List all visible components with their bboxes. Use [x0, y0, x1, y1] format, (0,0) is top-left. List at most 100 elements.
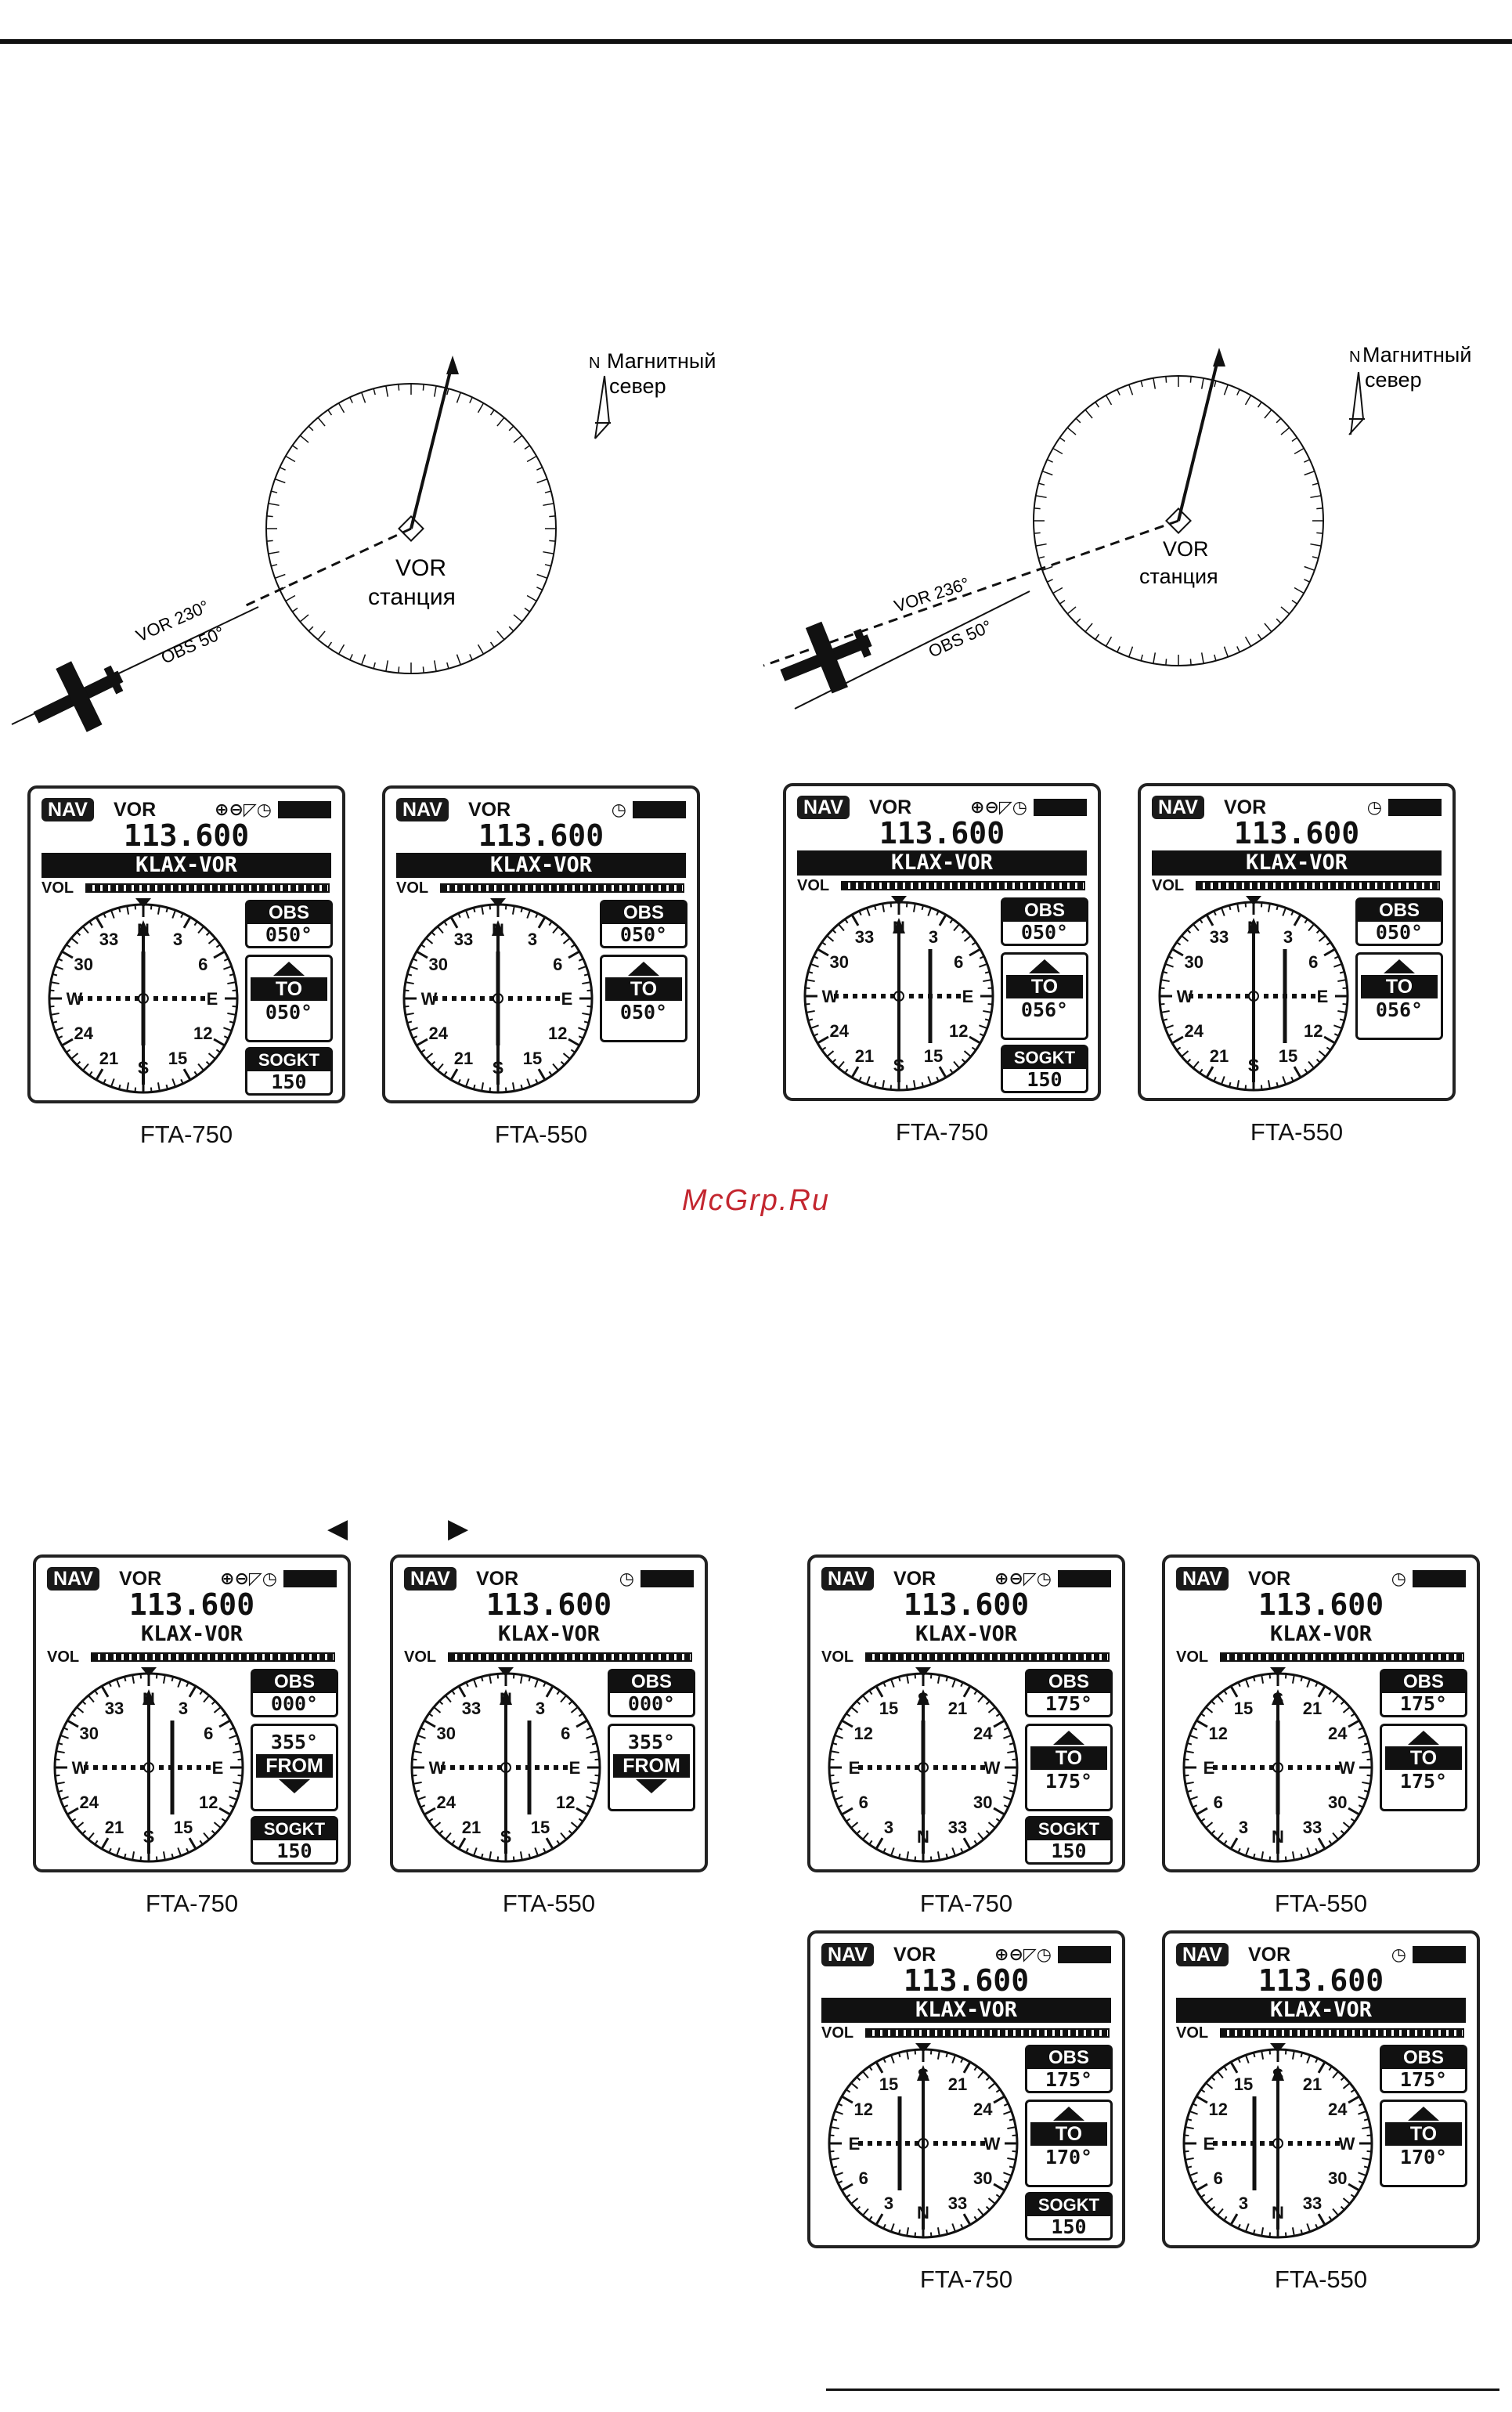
battery-icon — [278, 801, 331, 818]
volume-bar — [85, 883, 330, 893]
compass-label: E — [1203, 2134, 1215, 2154]
obs-label: OBS — [1382, 1671, 1465, 1693]
to-from-indicator: TO — [1385, 1746, 1462, 1770]
obs-box: OBS 050° — [245, 900, 333, 948]
compass-label: W — [429, 1758, 446, 1778]
compass-label: 15 — [879, 2074, 898, 2094]
frequency: 113.600 — [1258, 1963, 1384, 1998]
compass-rose: N36E1215S2124W3033 — [1158, 896, 1349, 1092]
obs-box: OBS 050° — [1001, 897, 1088, 946]
obs-value: 000° — [270, 1692, 319, 1715]
compass-label: 3 — [884, 2194, 893, 2213]
compass-label: 24 — [74, 1024, 94, 1043]
compass-label: W — [421, 989, 438, 1009]
compass-label: 12 — [556, 1793, 575, 1812]
compass-label: 6 — [859, 1793, 868, 1812]
compass-label: 33 — [1303, 1818, 1322, 1837]
status-icons: ◷ — [1391, 1569, 1406, 1588]
model-caption: FTA-750 — [919, 2266, 1013, 2293]
vor-diagram-2: N Магнитный север VOR станция VOR 236° O… — [763, 343, 1471, 710]
compass-label: 30 — [973, 1793, 992, 1812]
compass-label: W — [984, 1758, 1001, 1778]
compass-label: 30 — [429, 955, 448, 974]
compass-label: E — [561, 989, 573, 1009]
course-value: 050° — [265, 1001, 313, 1024]
to-from-indicator: TO — [1385, 2122, 1462, 2146]
nav-badge: NAV — [1176, 1567, 1229, 1591]
frequency: 113.600 — [128, 1587, 255, 1622]
to-arrow-icon — [1029, 959, 1060, 973]
compass-label: 6 — [204, 1724, 213, 1743]
compass-label: 30 — [973, 2168, 992, 2188]
compass-label: 12 — [1304, 1021, 1323, 1041]
model-caption: FTA-550 — [1274, 1890, 1368, 1917]
battery-icon — [1413, 1946, 1466, 1963]
obs-value: 050° — [619, 923, 668, 946]
obs-value: 050° — [1020, 921, 1069, 944]
compass-label: 30 — [1328, 1793, 1347, 1812]
compass-label: 3 — [1239, 1818, 1248, 1837]
battery-icon — [1388, 799, 1442, 816]
compass-label: 21 — [99, 1049, 118, 1068]
to-arrow-icon — [628, 962, 659, 976]
device-screen-d4: NAV VOR ◷ 113.600 KLAX-VOR VOL N36E1215S… — [1138, 783, 1456, 1101]
model-caption: FTA-750 — [145, 1890, 239, 1917]
volume-label: VOL — [1176, 2024, 1209, 2042]
station-id: KLAX-VOR — [140, 1622, 244, 1646]
obs-box: OBS 000° — [608, 1669, 695, 1717]
frequency: 113.600 — [1233, 816, 1360, 850]
volume-label: VOL — [41, 879, 74, 897]
north-label: Магнитный — [1362, 343, 1471, 366]
nav-badge: NAV — [404, 1567, 456, 1591]
compass-label: E — [849, 1758, 861, 1778]
model-caption: FTA-550 — [494, 1121, 588, 1148]
compass-label: 12 — [193, 1024, 212, 1043]
status-icons: ⊕⊖◸◷ — [970, 797, 1027, 817]
volume-bar — [865, 2028, 1110, 2038]
battery-icon — [1413, 1570, 1466, 1587]
station-id: KLAX-VOR — [1269, 1622, 1373, 1646]
compass-label: 12 — [1209, 1724, 1228, 1743]
obs-value: 175° — [1045, 2068, 1093, 2091]
status-icons: ⊕⊖◸◷ — [215, 800, 272, 819]
to-arrow-icon — [1053, 2107, 1084, 2121]
compass-label: 30 — [74, 955, 93, 974]
sog-box: SOGKT 150 — [1025, 2192, 1113, 2240]
compass-rose: N36E1215S2124W3033 — [53, 1667, 244, 1863]
model-caption: FTA-750 — [919, 1890, 1013, 1917]
station-id: KLAX-VOR — [396, 853, 686, 878]
compass-label: 12 — [1209, 2100, 1228, 2119]
to-from-box: TO 170° — [1025, 2100, 1113, 2187]
device-screen-d1: NAV VOR ⊕⊖◸◷ 113.600 KLAX-VOR VOL N36E12… — [27, 785, 345, 1103]
compass-label: W — [984, 2134, 1001, 2154]
to-from-indicator: TO — [1030, 1746, 1107, 1770]
device-screen-d10: NAV VOR ◷ 113.600 KLAX-VOR VOL S2124W303… — [1162, 1930, 1480, 2248]
compass-label: 33 — [855, 927, 874, 947]
obs-box: OBS 175° — [1025, 1669, 1113, 1717]
volume-label: VOL — [47, 1648, 80, 1666]
bottom-rule — [826, 2389, 1499, 2391]
obs-box: OBS 175° — [1025, 2045, 1113, 2093]
device-header: NAV VOR ⊕⊖◸◷ — [821, 1943, 1111, 1968]
battery-icon — [641, 1570, 694, 1587]
frequency: 113.600 — [1258, 1587, 1384, 1622]
course-value: 175° — [1399, 1770, 1448, 1793]
station-id: KLAX-VOR — [915, 1622, 1018, 1646]
course-value: 056° — [1020, 998, 1069, 1021]
to-from-box: 355° FROM — [608, 1724, 695, 1811]
compass-label: 15 — [168, 1049, 187, 1068]
nav-badge: NAV — [1152, 796, 1204, 819]
device-screen-d9: NAV VOR ⊕⊖◸◷ 113.600 KLAX-VOR VOL S2124W… — [807, 1930, 1125, 2248]
nav-badge: NAV — [396, 798, 449, 821]
volume-bar — [1196, 881, 1440, 890]
to-from-box: TO 056° — [1355, 952, 1443, 1040]
compass-rose: N36E1215S2124W3033 — [803, 896, 994, 1092]
obs-label: OBS — [602, 902, 685, 924]
compass-label: 33 — [1303, 2194, 1322, 2213]
compass-label: E — [962, 987, 974, 1006]
compass-label: 30 — [1185, 952, 1203, 972]
mode-label: VOR — [476, 1568, 519, 1590]
mode-label: VOR — [468, 799, 511, 821]
compass-label: 24 — [80, 1793, 99, 1812]
compass-label: 6 — [553, 955, 562, 974]
